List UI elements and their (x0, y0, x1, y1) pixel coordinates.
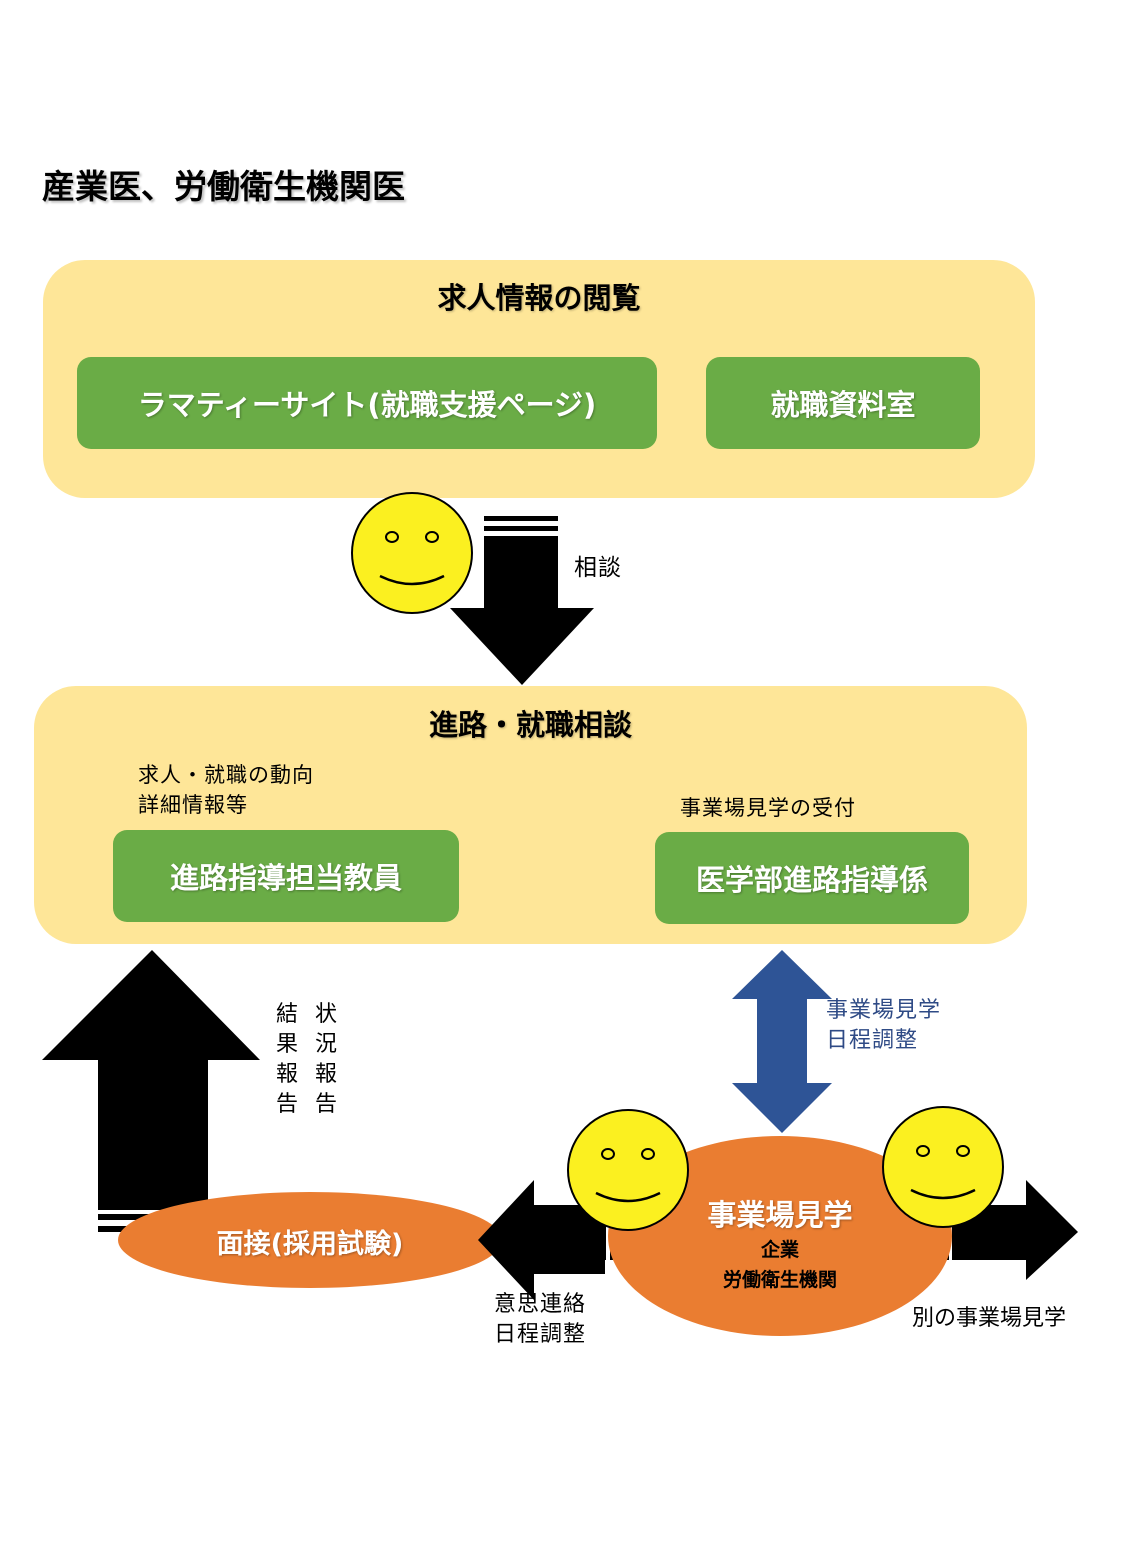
career-office-button[interactable]: 医学部進路指導係 (655, 832, 969, 924)
smiley-student-icon (351, 492, 473, 614)
consult-down-arrow (450, 516, 594, 685)
career-teacher-button[interactable]: 進路指導担当教員 (113, 830, 459, 922)
report-char: 告 (275, 1092, 298, 1117)
other-visit-label: 別の事業場見学 (912, 1306, 1067, 1331)
contact-label-line: 意思連絡 (494, 1292, 587, 1317)
job-info-heading: 求人情報の閲覧 (437, 281, 641, 315)
report-char: 報 (314, 1062, 337, 1087)
report-char: 況 (314, 1032, 337, 1057)
ramaty-site-button[interactable]: ラマティーサイト(就職支援ページ) (77, 357, 657, 449)
page-title: 産業医、労働衛生機関医 (42, 167, 405, 206)
visit-reception-note: 事業場見学の受付 (680, 796, 856, 820)
smiley-visitor-icon (882, 1106, 1004, 1228)
visit-sub-agency: 労働衛生機関 (722, 1269, 837, 1291)
report-char: 状 (314, 1002, 337, 1027)
schedule-label-line: 事業場見学 (826, 998, 942, 1023)
job-library-button[interactable]: 就職資料室 (706, 357, 980, 449)
report-char: 報 (275, 1062, 298, 1087)
schedule-label-line: 日程調整 (826, 1028, 919, 1053)
report-char: 告 (314, 1092, 337, 1117)
visit-sub-company: 企業 (760, 1239, 799, 1261)
trend-note-line: 詳細情報等 (138, 793, 248, 817)
consult-label: 相談 (574, 555, 622, 581)
contact-label: 意思連絡 日程調整 (494, 1290, 586, 1350)
result-report-label: 結 果 報 告 (275, 1000, 299, 1120)
trend-note: 求人・就職の動向 詳細情報等 (138, 760, 314, 820)
contact-label-line: 日程調整 (494, 1322, 587, 1347)
interview-label: 面接(採用試験) (216, 1229, 404, 1260)
visit-ellipse (608, 1136, 952, 1336)
schedule-double-arrow (732, 950, 832, 1133)
report-up-arrow (42, 950, 260, 1232)
report-char: 果 (275, 1032, 298, 1057)
status-report-label: 状 況 報 告 (314, 1000, 338, 1120)
schedule-label: 事業場見学 日程調整 (826, 996, 941, 1056)
interview-ellipse (118, 1192, 502, 1288)
smiley-visitor-icon (567, 1109, 689, 1231)
career-consult-heading: 進路・就職相談 (428, 708, 632, 742)
visit-title: 事業場見学 (707, 1198, 853, 1232)
report-char: 結 (275, 1002, 298, 1027)
trend-note-line: 求人・就職の動向 (138, 763, 314, 787)
